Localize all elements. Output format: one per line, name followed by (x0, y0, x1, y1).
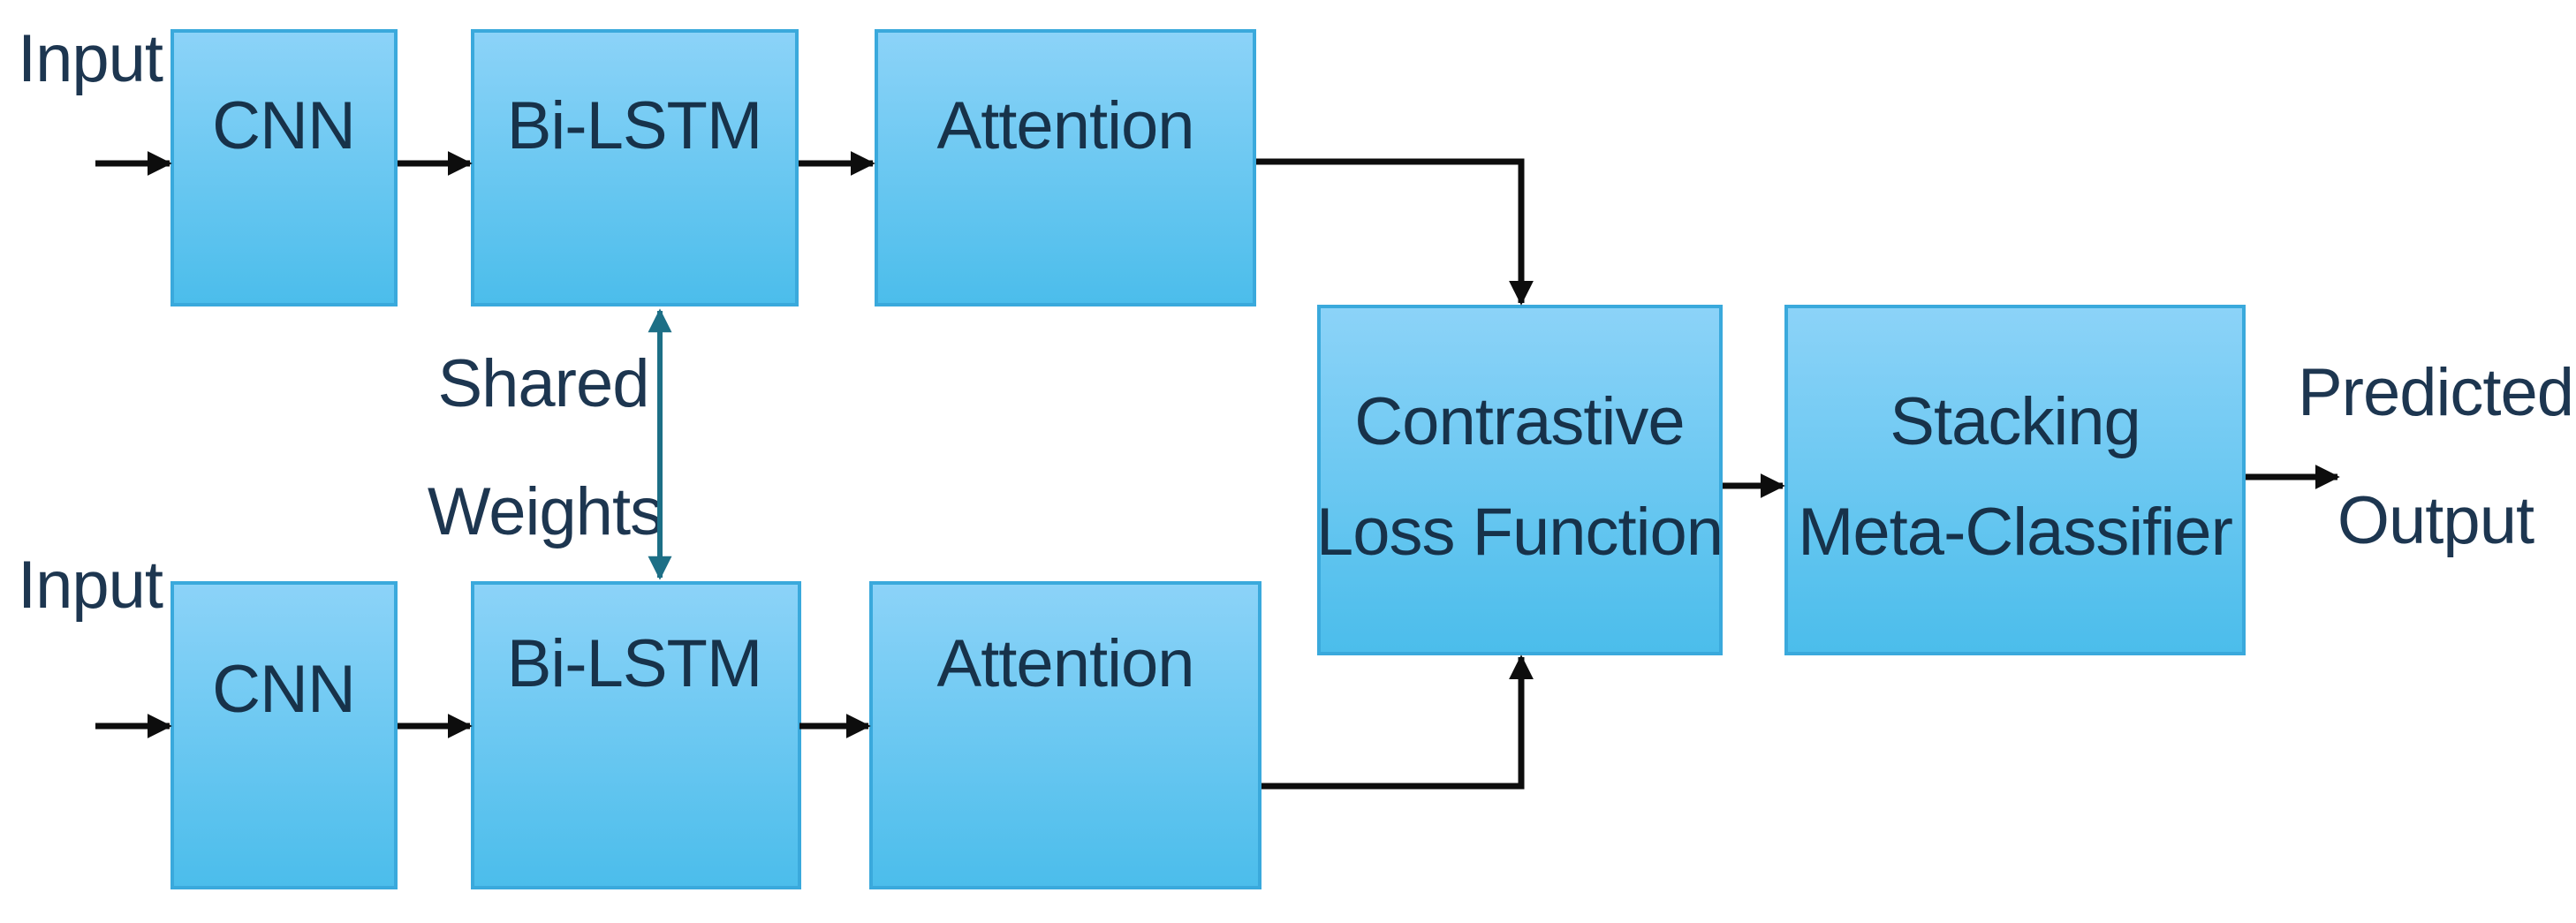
input-top-label: Input (18, 21, 163, 96)
bilstm-bottom-label: Bi-LSTM (507, 626, 762, 701)
arrow-attention-bottom-to-contrastive (1261, 654, 1534, 790)
predicted-output-line2: Output (2337, 483, 2534, 558)
attention-top-block: Attention (875, 29, 1256, 306)
stacking-label-line2: Meta-Classifier (1798, 495, 2232, 570)
cnn-top-block: CNN (170, 29, 398, 306)
arrow-attention-top-to-contrastive (1256, 158, 1534, 306)
input-bottom-label: Input (18, 548, 163, 623)
bilstm-top-block: Bi-LSTM (471, 29, 799, 306)
contrastive-label-line1: Contrastive (1354, 384, 1684, 459)
bilstm-bottom-block: Bi-LSTM (471, 581, 801, 889)
bilstm-top-label: Bi-LSTM (507, 88, 762, 163)
predicted-output-line1: Predicted (2298, 355, 2573, 430)
attention-bottom-block: Attention (869, 581, 1261, 889)
attention-top-label: Attention (937, 88, 1194, 163)
cnn-top-label: CNN (212, 88, 355, 163)
contrastive-label-line2: Loss Function (1316, 495, 1723, 570)
stacking-label-line1: Stacking (1890, 384, 2140, 459)
cnn-bottom-block: CNN (170, 581, 398, 889)
attention-bottom-label: Attention (937, 626, 1194, 701)
stacking-classifier-block: Stacking Meta-Classifier (1784, 305, 2246, 655)
contrastive-loss-block: Contrastive Loss Function (1316, 305, 1724, 655)
cnn-bottom-label: CNN (212, 652, 355, 727)
shared-weights-line1: Shared (437, 346, 648, 421)
shared-weights-line2: Weights (428, 474, 663, 549)
